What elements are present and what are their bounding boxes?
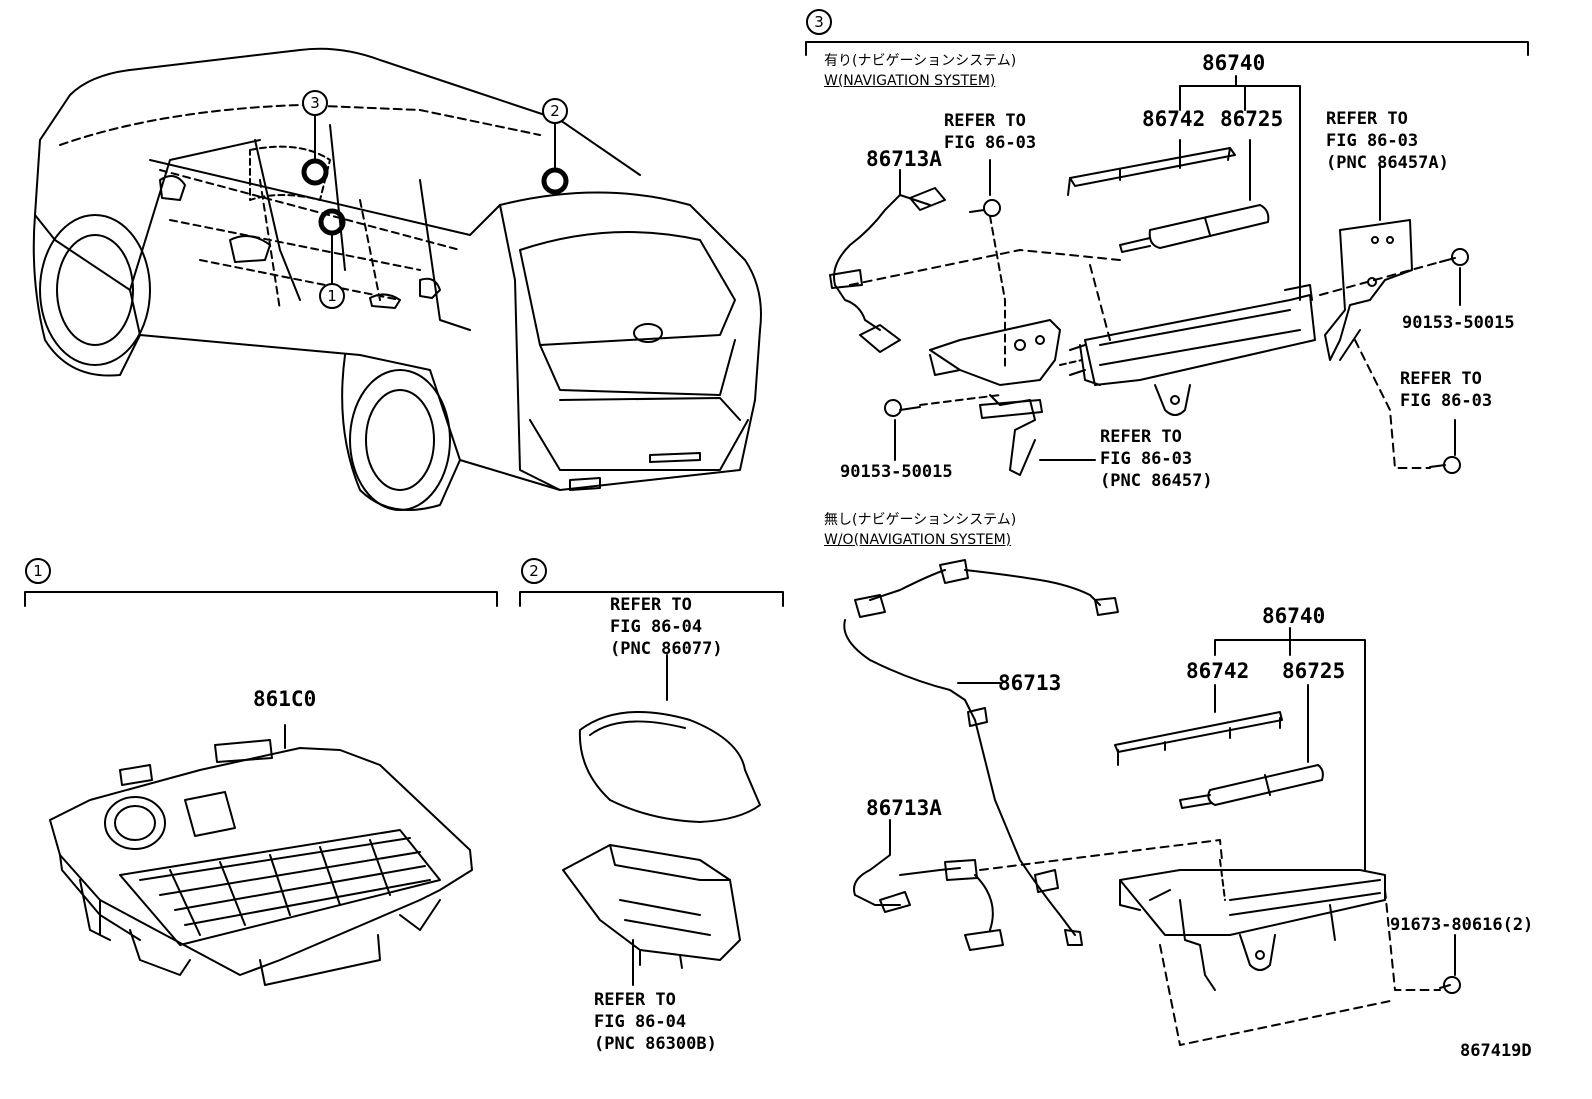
callout-3-on-vehicle: 3 <box>302 90 328 116</box>
amplifier-without-nav <box>1119 869 1386 991</box>
antenna-part <box>578 654 761 823</box>
refer-bracket-line2: FIG 86-03 <box>1326 131 1419 151</box>
bolt-left-with-nav <box>884 394 1001 461</box>
part-86713-label: 86713 <box>998 671 1062 695</box>
part-86725-label-with-nav: 86725 <box>1220 107 1284 131</box>
refer-top-line1: REFER TO <box>944 111 1026 131</box>
sec2-refer-bottom-line2: FIG 86-04 <box>594 1012 687 1032</box>
bracket-right-with-nav <box>1324 164 1413 361</box>
assembly-86740-without-nav: 86740 <box>1262 604 1326 628</box>
refer-bracket-line1: REFER TO <box>1326 109 1408 129</box>
part-86713A-with-nav <box>829 169 1121 353</box>
without-nav-jp-title: 無し(ナビゲーションシステム) <box>824 512 1017 528</box>
sec2-refer-top-line2: FIG 86-04 <box>610 617 703 637</box>
screw-91673 <box>1384 889 1461 994</box>
bolt-right-with-nav <box>1319 248 1469 306</box>
vehicle-illustration <box>32 47 762 511</box>
with-nav-jp-title: 有り(ナビゲーションシステム) <box>824 53 1017 69</box>
without-nav-en-title: W/O(NAVIGATION SYSTEM) <box>824 532 1012 548</box>
part-86742-label-without-nav: 86742 <box>1186 659 1250 683</box>
part-86742-with-nav <box>1067 139 1236 196</box>
refer-bottom-line1: REFER TO <box>1100 427 1182 447</box>
sec2-refer-bottom-line1: REFER TO <box>594 990 676 1010</box>
part-86742-without-nav <box>1114 684 1283 766</box>
part-86725-without-nav <box>1179 684 1324 809</box>
bolt-refer-top <box>969 159 1006 371</box>
part-861C0 <box>49 724 473 986</box>
part-86713A-label-with-nav: 86713A <box>866 147 942 171</box>
refer-right-low-line1: REFER TO <box>1400 369 1482 389</box>
sec2-refer-top-line3: (PNC 86077) <box>610 639 723 659</box>
part-86713A-label-without-nav: 86713A <box>866 796 942 820</box>
part-86725-label-without-nav: 86725 <box>1282 659 1346 683</box>
section3-callout: 3 <box>806 9 832 35</box>
part-861C0-label: 861C0 <box>253 687 317 711</box>
assembly-86740-with-nav: 86740 <box>1202 51 1266 75</box>
section2-callout: 2 <box>521 558 547 584</box>
part-86713-harness <box>843 559 1119 946</box>
section1-bracket <box>24 591 498 607</box>
refer-bracket-line3: (PNC 86457A) <box>1326 153 1449 173</box>
amplifier-with-nav <box>1069 284 1316 416</box>
figure-id: 867419D <box>1460 1041 1532 1061</box>
bracket-left-with-nav <box>929 319 1061 476</box>
screw-refer-right-low <box>1354 339 1461 474</box>
antenna-module-part <box>562 844 741 986</box>
sec2-refer-top-line1: REFER TO <box>610 595 692 615</box>
part-86713A-without-nav <box>853 819 1223 951</box>
bolt-right-label: 90153-50015 <box>1402 313 1515 333</box>
callout-1-on-vehicle: 1 <box>319 283 345 309</box>
section2-bracket <box>519 591 784 607</box>
refer-top-line2: FIG 86-03 <box>944 133 1037 153</box>
part-86742-label-with-nav: 86742 <box>1142 107 1206 131</box>
callout-2-on-vehicle: 2 <box>542 98 568 124</box>
bolt-left-label: 90153-50015 <box>840 462 953 482</box>
refer-bottom-line3: (PNC 86457) <box>1100 471 1213 491</box>
section1-callout: 1 <box>25 558 51 584</box>
section3-bracket <box>805 41 1529 56</box>
with-nav-en-title: W(NAVIGATION SYSTEM) <box>824 73 996 89</box>
refer-bottom-line2: FIG 86-03 <box>1100 449 1193 469</box>
refer-right-low-line2: FIG 86-03 <box>1400 391 1493 411</box>
screw-91673-label: 91673-80616(2) <box>1390 915 1534 935</box>
part-86725-with-nav <box>1119 139 1270 253</box>
sec2-refer-bottom-line3: (PNC 86300B) <box>594 1034 717 1054</box>
